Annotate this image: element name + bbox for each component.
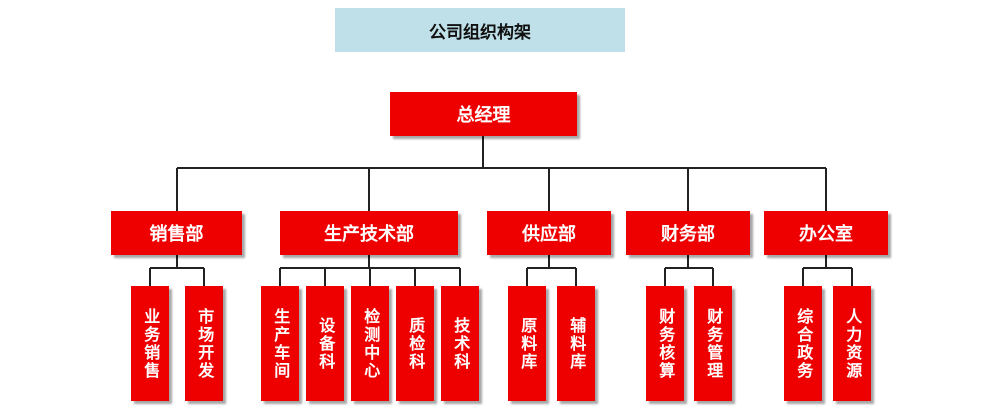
chart-title: 公司组织构架 xyxy=(335,8,625,52)
node-general-manager: 总经理 xyxy=(390,92,577,136)
node-sub-technology: 技术科 xyxy=(441,286,479,401)
node-sub-quality-inspection: 质检科 xyxy=(396,286,434,401)
node-sub-sales-business: 业务销售 xyxy=(131,286,169,401)
node-sub-raw-material: 原料库 xyxy=(508,286,546,401)
node-dept-finance: 财务部 xyxy=(626,211,750,255)
node-dept-supply: 供应部 xyxy=(487,211,611,255)
node-sub-workshop: 生产车间 xyxy=(261,286,299,401)
node-sub-market-development: 市场开发 xyxy=(185,286,223,401)
node-sub-human-resources: 人力资源 xyxy=(833,286,871,401)
node-sub-financial-management: 财务管理 xyxy=(694,286,732,401)
node-sub-accounting: 财务核算 xyxy=(646,286,684,401)
node-sub-equipment: 设备科 xyxy=(306,286,344,401)
node-dept-sales: 销售部 xyxy=(111,211,242,255)
node-sub-auxiliary-material: 辅料库 xyxy=(557,286,595,401)
node-sub-testing-center: 检测中心 xyxy=(351,286,389,401)
node-dept-production-tech: 生产技术部 xyxy=(280,211,458,255)
node-sub-general-affairs: 综合政务 xyxy=(784,286,822,401)
node-dept-office: 办公室 xyxy=(764,211,888,255)
